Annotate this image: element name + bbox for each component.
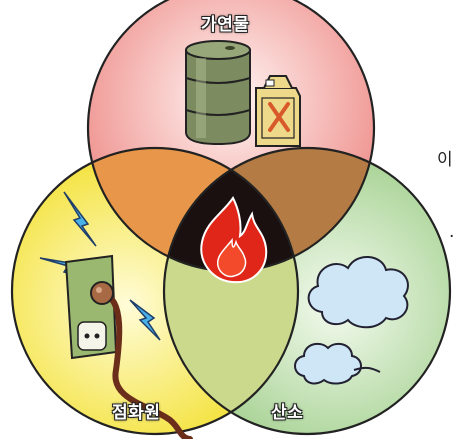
- flame-icon: [200, 196, 268, 284]
- side-text-fragment-bottom: .: [449, 222, 455, 242]
- side-text-fragment-top: 이: [437, 150, 453, 170]
- jerry-can-icon: [255, 75, 301, 147]
- fuel-drum-icon: [185, 40, 251, 146]
- electric-outlet-icon: [64, 254, 118, 360]
- ignition-label: 점화원: [112, 403, 161, 423]
- oxygen-label: 산소: [271, 403, 304, 423]
- cloud-icon: [294, 256, 409, 385]
- fuel-label: 가연물: [201, 15, 250, 35]
- plug-cable-icon: [90, 281, 193, 439]
